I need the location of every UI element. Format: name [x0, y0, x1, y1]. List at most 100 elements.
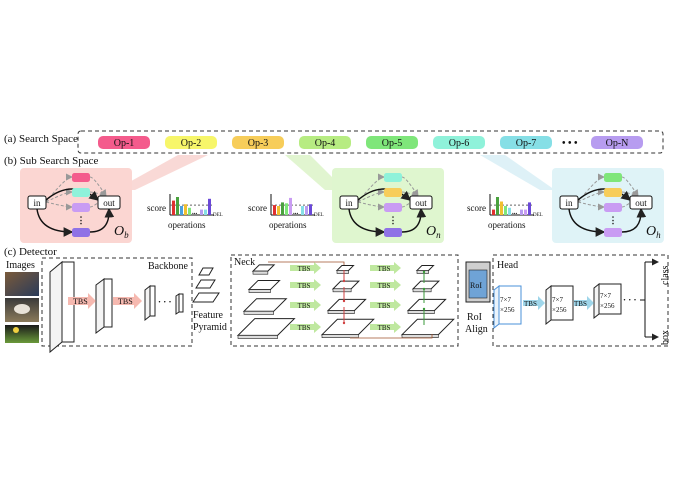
score-bar — [309, 204, 312, 215]
backbone-tbs-1: TBS — [73, 297, 88, 306]
roi-region — [468, 269, 488, 299]
neck-tbs-1-3: TBS — [290, 299, 321, 311]
neck-level-1-2-edge — [248, 289, 271, 293]
score-bar — [273, 205, 276, 215]
input-image-3-light — [13, 327, 19, 333]
op-label-8: Op-N — [606, 138, 629, 149]
beam-neck — [285, 155, 345, 190]
feature-pyramid-label-1: Feature — [193, 310, 224, 321]
neck-level-3-4-edge — [401, 334, 439, 339]
score-bar — [508, 207, 511, 215]
score-operations-label: operations — [168, 220, 206, 230]
cell-op-node-2 — [384, 188, 402, 197]
op-label-5: Op-5 — [382, 138, 403, 149]
search-space-label: (a) Search Space — [4, 133, 78, 145]
cell-op-node-2 — [72, 188, 90, 197]
score-bars-ellipsis: ... — [512, 208, 518, 216]
beam-head — [480, 155, 555, 190]
candidate-edge-in — [45, 201, 73, 211]
cell-in-label: in — [565, 198, 573, 208]
neck-tbs-2-4: TBS — [370, 321, 401, 333]
detector-label: (c) Detector — [4, 246, 57, 258]
neck-level-2-2 — [331, 280, 361, 290]
head-dims-3-a: 7×7 — [600, 292, 611, 300]
op-pill-1 — [98, 136, 150, 149]
candidate-edge-in — [357, 173, 385, 203]
neck-level-1-1 — [251, 264, 276, 272]
score-bar — [208, 198, 211, 215]
op-label-1: Op-1 — [114, 138, 135, 149]
op-pill-5 — [366, 136, 418, 149]
neck-label: Neck — [234, 257, 255, 268]
cell-op-node-3 — [72, 203, 90, 212]
neck-level-3-4 — [400, 318, 455, 336]
selected-edge-in — [348, 208, 386, 237]
score-bar — [277, 206, 280, 215]
cell-op-node-1 — [384, 173, 402, 182]
cell-out-label: out — [103, 198, 115, 208]
score-bar — [500, 201, 503, 215]
search-space-box — [77, 130, 664, 154]
score-del-label: DEL — [213, 213, 223, 218]
score-bar — [301, 206, 304, 215]
neck-tbs-2-3: TBS — [370, 299, 401, 311]
op-label-6: Op-6 — [449, 138, 470, 149]
skip-edge — [45, 188, 100, 201]
head-ellipsis: · · · — [623, 295, 637, 305]
selected-edge-in — [568, 208, 606, 237]
score-bar — [180, 206, 183, 215]
ops-ellipsis: • • • — [562, 138, 578, 149]
score-bar — [504, 206, 507, 215]
score-del-label: DEL — [533, 213, 543, 218]
neck-level-3-3-edge — [407, 310, 435, 314]
cell-out-node — [97, 195, 121, 210]
neck-box — [230, 254, 459, 347]
cell-op-node-4 — [604, 228, 622, 237]
op-label-3: Op-3 — [248, 138, 269, 149]
head-dims-1-b: ×256 — [500, 306, 515, 314]
backbone-tbs-2: TBS — [118, 297, 133, 306]
svg-text:TBS: TBS — [298, 302, 311, 310]
score-bars-ellipsis: ... — [293, 208, 299, 216]
neck-tbs-1-4: TBS — [290, 321, 321, 333]
score-axis-label: score — [147, 203, 166, 213]
cell-out-label: out — [635, 198, 647, 208]
neck-level-1-1-edge — [252, 270, 269, 275]
cell-op-node-4 — [72, 228, 90, 237]
cell-op-node-3 — [604, 203, 622, 212]
op-pill-4 — [299, 136, 351, 149]
score-bar — [188, 207, 191, 215]
sub-search-space-label: (b) Sub Search Space — [4, 155, 99, 167]
feature-pyramid-label-2: Pyramid — [193, 322, 227, 333]
cell-node-ellipsis: ⋮ — [389, 215, 398, 225]
skip-edge — [577, 188, 632, 201]
svg-text:TBS: TBS — [378, 265, 391, 273]
backbone-ellipsis: · · · — [158, 297, 172, 307]
cell-in-node — [339, 195, 359, 210]
score-operations-label: operations — [269, 220, 307, 230]
score-bar — [204, 209, 207, 215]
candidate-edge-in — [577, 201, 605, 211]
svg-text:TBS: TBS — [298, 324, 311, 332]
candidate-edge-in — [577, 188, 605, 203]
neck-level-3-1-edge — [416, 270, 429, 274]
op-label-7: Op-7 — [516, 138, 537, 149]
neck-level-2-1-edge — [336, 270, 349, 274]
backbone-stages — [49, 260, 184, 354]
feature-pyramid-icon — [192, 267, 220, 303]
op-pill-6 — [433, 136, 485, 149]
op-pill-2 — [165, 136, 217, 149]
neck-top-link — [268, 261, 345, 265]
backbone-tbs-arrow-2 — [113, 293, 142, 309]
neck-level-2-4 — [320, 318, 375, 336]
score-axis-label: score — [467, 203, 486, 213]
roi-align-label-1: RoI — [467, 312, 482, 323]
score-bar — [492, 209, 495, 215]
neck-tbs-1-2: TBS — [290, 279, 321, 291]
neck-level-1-3 — [242, 298, 288, 312]
head-dims-1-a: 7×7 — [500, 296, 511, 304]
